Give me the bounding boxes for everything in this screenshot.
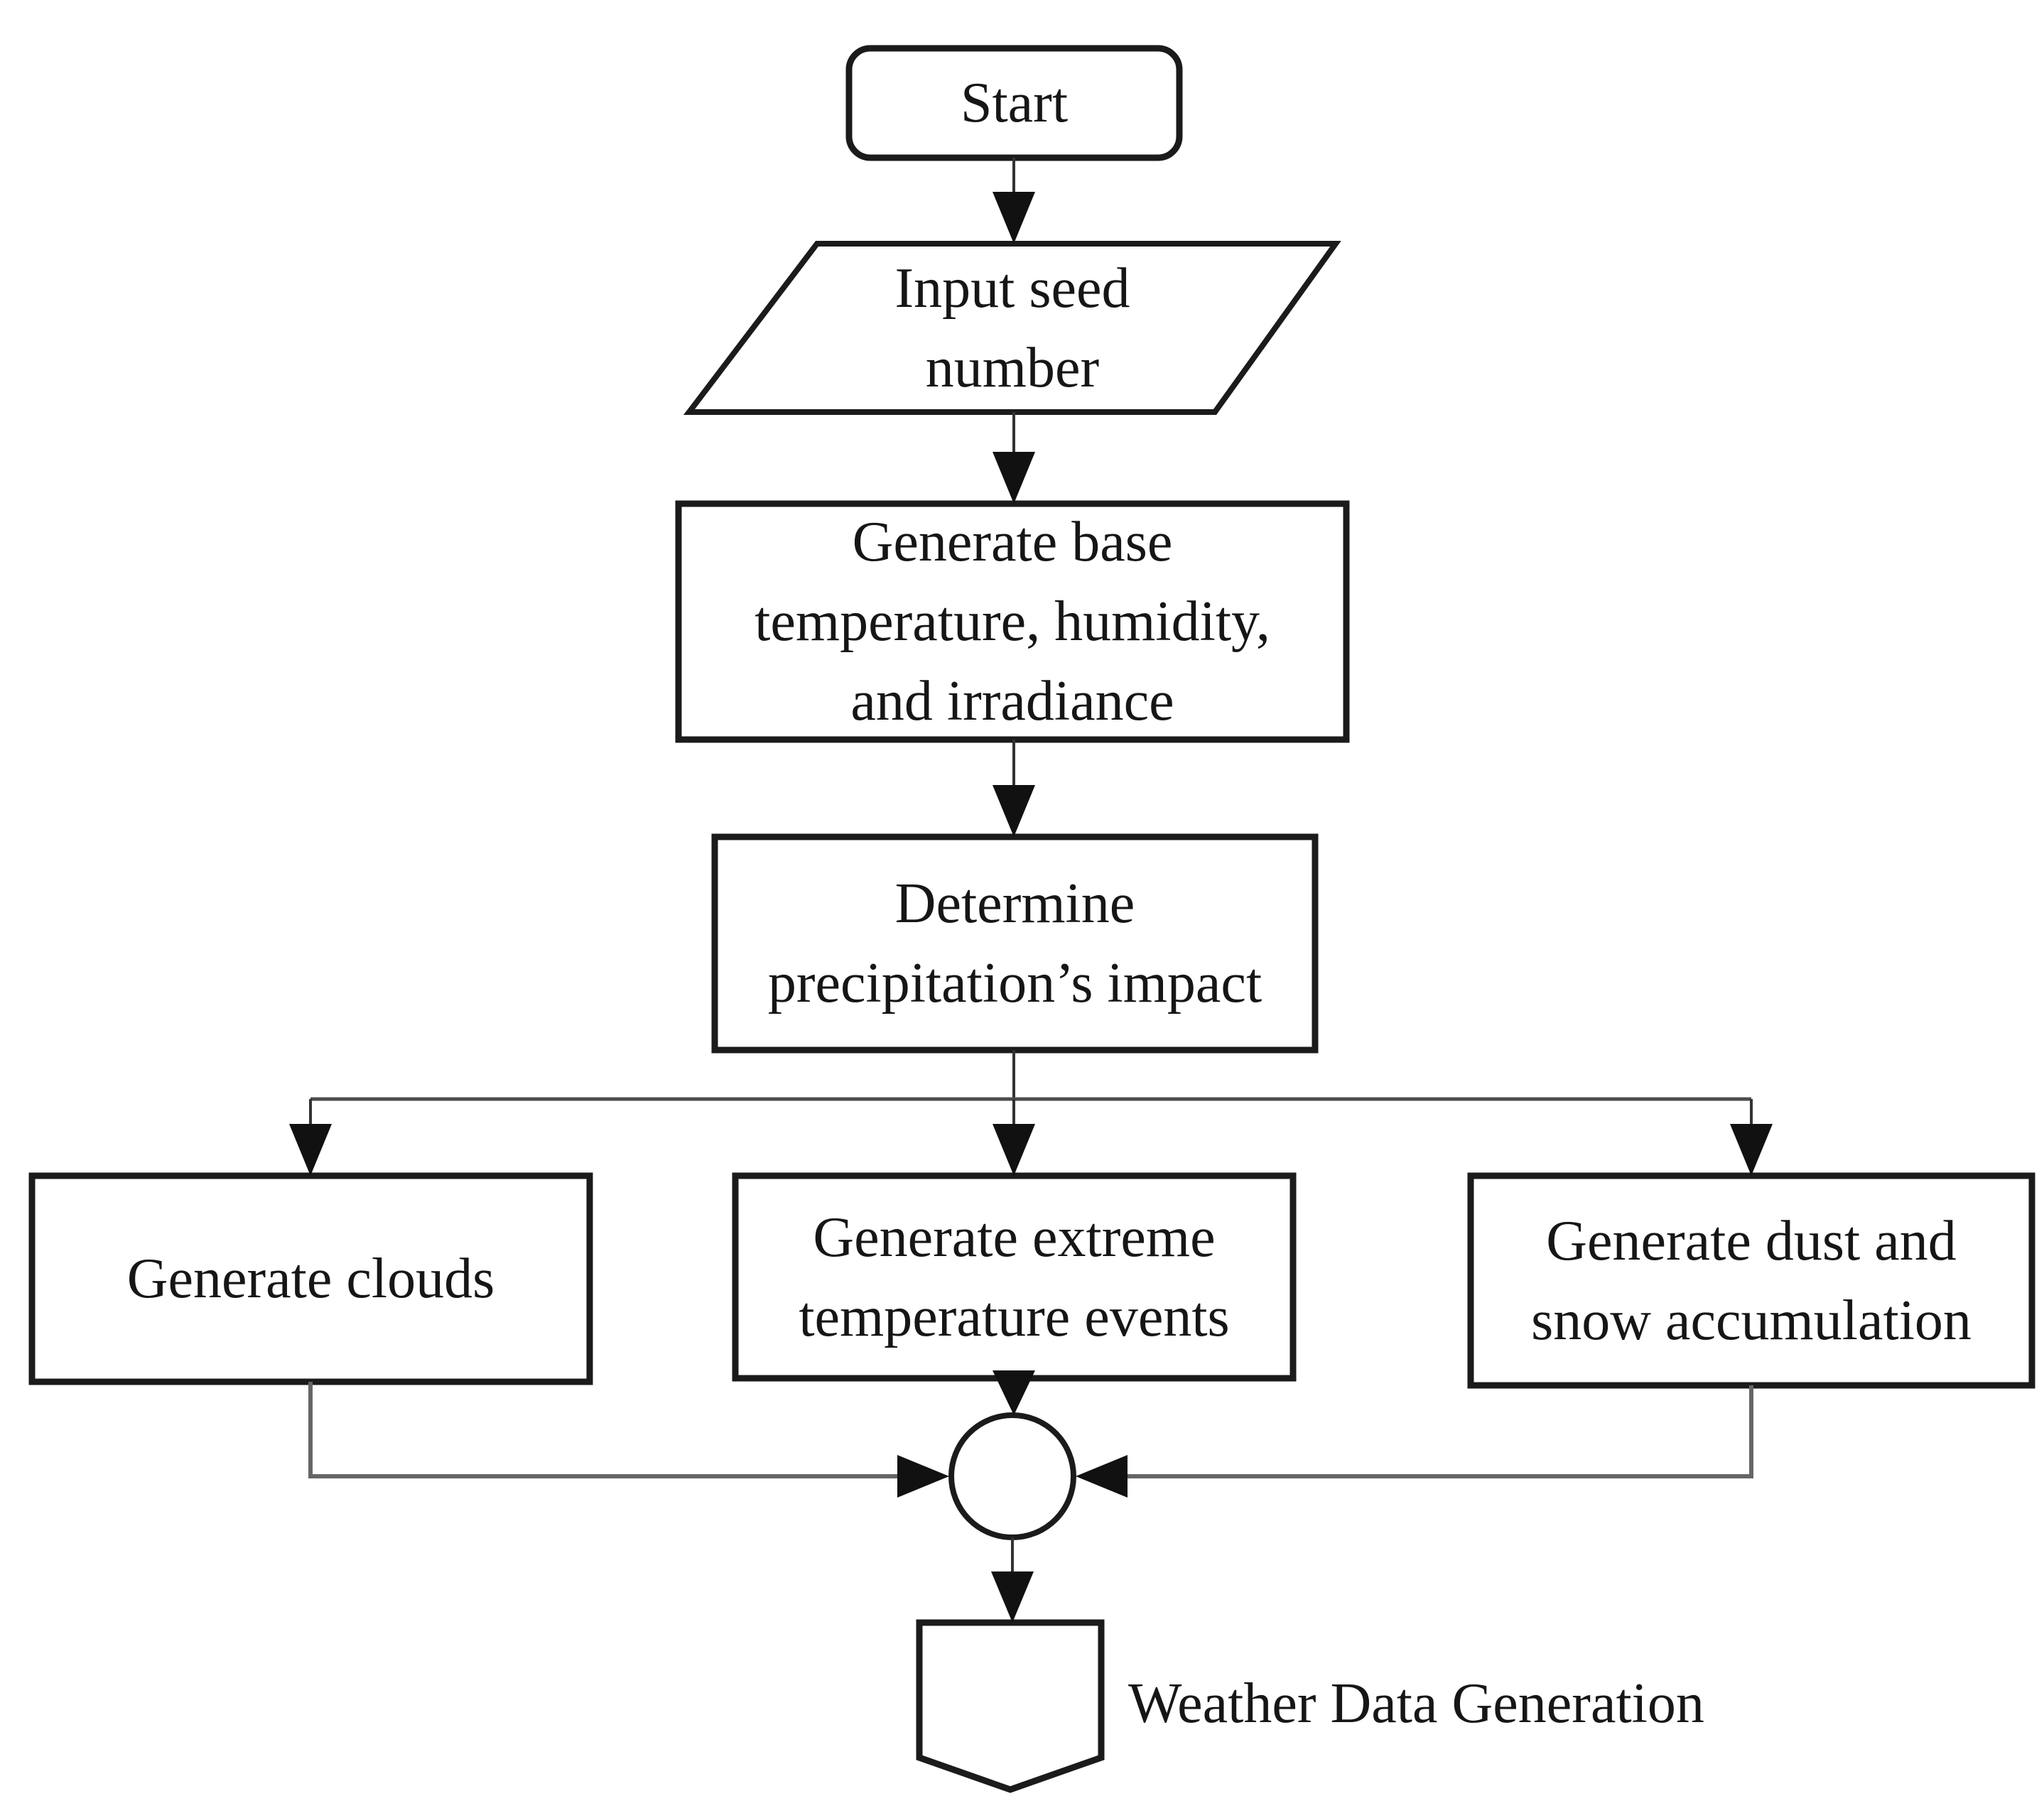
merge-connector-node-shape bbox=[948, 1412, 1076, 1540]
arrowhead-input-seed bbox=[993, 192, 1035, 244]
edge-clouds-to-merge bbox=[308, 1382, 899, 1478]
determine-precipitation-node-shape bbox=[711, 833, 1319, 1054]
generate-base-node-shape bbox=[675, 500, 1350, 743]
arrowhead-merge-left bbox=[897, 1455, 949, 1498]
start-node-shape bbox=[845, 45, 1183, 161]
arrowhead-generate-dust bbox=[1730, 1124, 1773, 1176]
input-seed-parallelogram-shape bbox=[683, 241, 1341, 415]
arrowhead-generate-base bbox=[993, 452, 1035, 504]
arrowhead-merge-right bbox=[1076, 1455, 1128, 1498]
arrowhead-weather-output bbox=[991, 1571, 1034, 1623]
arrowhead-merge-top bbox=[993, 1370, 1035, 1415]
arrowhead-generate-extreme bbox=[993, 1124, 1035, 1176]
arrowhead-determine-precipitation bbox=[993, 785, 1035, 837]
generate-dust-snow-node-shape bbox=[1467, 1172, 2035, 1389]
edge-dust-to-merge bbox=[1128, 1385, 1753, 1478]
generate-clouds-node-shape bbox=[28, 1172, 593, 1385]
arrowhead-generate-clouds bbox=[289, 1124, 332, 1176]
generate-extreme-temperature-node-shape bbox=[732, 1172, 1297, 1382]
weather-output-node-shape bbox=[916, 1619, 1105, 1793]
